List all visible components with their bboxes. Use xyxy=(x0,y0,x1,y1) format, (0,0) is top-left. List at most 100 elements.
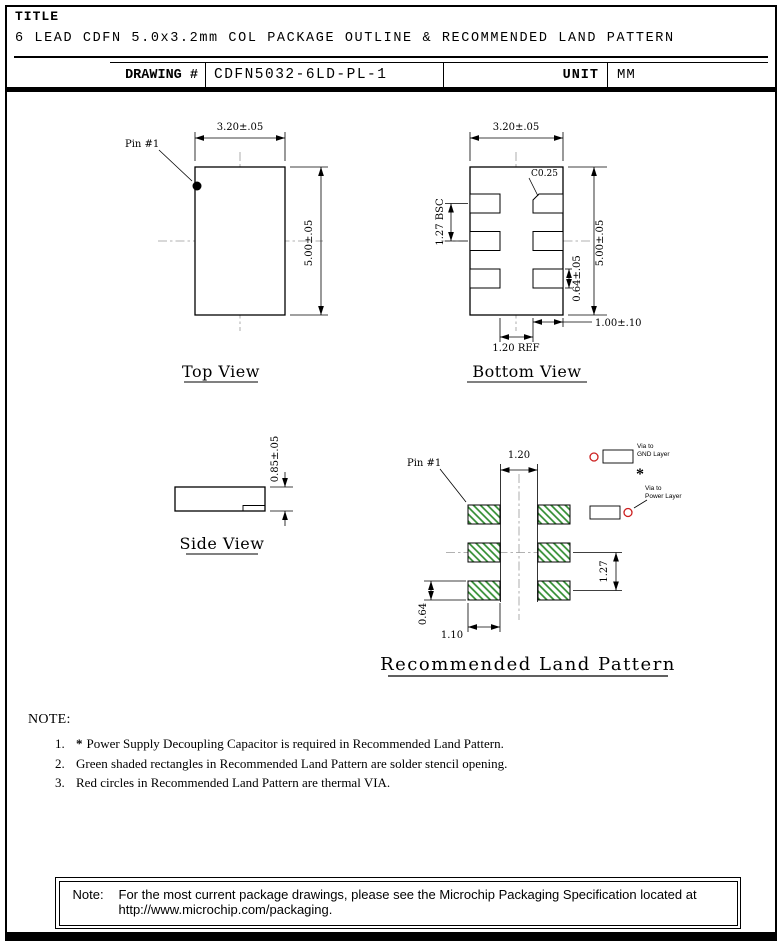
pad xyxy=(469,193,501,214)
bottom-view: 3.20±.05 C0.25 1.27 BSC 5.00±.05 xyxy=(435,122,642,383)
bottom-view-height-dim: 5.00±.05 xyxy=(595,220,606,267)
land-pattern: 1.20 Pin #1 Via to GND Layer * Via to Po… xyxy=(380,443,682,677)
pad xyxy=(469,268,501,289)
stencil-pad xyxy=(467,542,501,563)
land-pattern-label: Recommended Land Pattern xyxy=(380,654,676,677)
gnd-via-circle xyxy=(589,452,599,462)
note-text: Green shaded rectangles in Recommended L… xyxy=(76,755,508,771)
power-via-pad xyxy=(589,505,621,520)
note-number: 1. xyxy=(55,736,65,751)
land-gap-dim: 1.20 xyxy=(508,450,530,461)
top-view-dim-width: 3.20±.05 xyxy=(194,122,286,161)
notes-list: 1. * Power Supply Decoupling Capacitor i… xyxy=(28,736,507,791)
side-view-lead-step xyxy=(242,505,265,511)
bottom-view-dim-pitch: 1.27 BSC xyxy=(435,198,468,246)
gap-ref-dim: 1.20 REF xyxy=(492,343,539,354)
stencil-pad xyxy=(467,580,501,601)
bottom-view-pads xyxy=(469,193,564,289)
pin1-label: Pin #1 xyxy=(125,139,159,150)
land-pattern-title: Recommended Land Pattern xyxy=(380,654,676,675)
land-dim-gap: 1.20 xyxy=(500,450,538,473)
drawing-info-row: DRAWING # CDFN5032-6LD-PL-1 UNIT MM xyxy=(110,62,768,87)
pin1-pad-chamfered xyxy=(532,193,564,214)
land-dim-pitch: 1.27 xyxy=(573,552,622,591)
note-text: Red circles in Recommended Land Pattern … xyxy=(76,775,391,790)
bottom-view-dim-pad-length: 1.00±.10 xyxy=(533,318,642,329)
stencil-pad xyxy=(537,542,571,563)
footer-note-line1: For the most current package drawings, p… xyxy=(118,886,697,902)
side-view: 0.85±.05 Side View xyxy=(174,436,293,555)
pad xyxy=(469,231,501,251)
gnd-via-callout: Via to GND Layer * xyxy=(589,443,670,483)
footer-note-inner: Note: For the most current package drawi… xyxy=(58,880,738,926)
bottom-view-dim-pad-height: 0.64±.05 xyxy=(565,255,583,302)
drawing-number-value: CDFN5032-6LD-PL-1 xyxy=(206,63,444,87)
power-via-callout: Via to Power Layer xyxy=(589,485,682,520)
drawing-number-label: DRAWING # xyxy=(110,63,206,87)
power-via-label-line1: Via to xyxy=(645,485,662,492)
stencil-pad xyxy=(467,504,501,525)
footer-note-url: http://www.microchip.com/packaging. xyxy=(118,902,333,917)
footer-note-box: Note: For the most current package drawi… xyxy=(55,877,741,929)
stencil-pad xyxy=(537,580,571,601)
pad xyxy=(532,231,564,251)
top-view-width-dim: 3.20±.05 xyxy=(217,122,264,133)
land-pad-width-dim: 1.10 xyxy=(441,630,463,641)
land-pin1-callout: Pin #1 xyxy=(407,458,467,503)
pad-height-dim: 0.64±.05 xyxy=(572,255,583,302)
notes-heading: NOTE: xyxy=(28,712,71,727)
top-view-title: Top View xyxy=(182,362,260,381)
top-view-dim-height: 5.00±.05 xyxy=(290,166,328,316)
note-number: 3. xyxy=(55,775,65,790)
pin1-marker-dot xyxy=(192,181,202,191)
gnd-via-label-line1: Via to xyxy=(637,443,654,450)
unit-label: UNIT xyxy=(444,63,608,87)
top-view-label: Top View xyxy=(182,362,260,383)
note-asterisk: * xyxy=(76,736,83,751)
chamfer-dim: C0.25 xyxy=(531,169,558,179)
decoupling-cap-asterisk: * xyxy=(636,466,644,483)
power-via-circle xyxy=(623,507,633,518)
top-view-body xyxy=(194,166,286,316)
note-item: 3. Red circles in Recommended Land Patte… xyxy=(28,775,507,791)
land-dim-pad-width: 1.10 xyxy=(441,603,501,641)
note-text: Power Supply Decoupling Capacitor is req… xyxy=(86,736,504,751)
pad xyxy=(532,268,564,289)
gnd-via-label-line2: GND Layer xyxy=(637,451,670,458)
pin1-label: Pin #1 xyxy=(407,458,441,469)
side-view-label: Side View xyxy=(180,534,265,555)
pad-length-dim: 1.00±.10 xyxy=(595,318,642,329)
side-view-body xyxy=(174,486,266,512)
top-view-pin1-callout: Pin #1 xyxy=(125,139,193,182)
stencil-pad xyxy=(537,504,571,525)
bottom-view-dim-gap: 1.20 REF xyxy=(492,318,540,354)
note-item: 1. * Power Supply Decoupling Capacitor i… xyxy=(28,736,507,752)
land-pad-height-dim: 0.64 xyxy=(418,603,429,625)
stencil-pads xyxy=(467,504,571,601)
footer-note-label: Note: xyxy=(72,886,104,902)
bottom-view-chamfer-callout: C0.25 xyxy=(528,169,558,197)
land-pitch-dim: 1.27 xyxy=(599,560,610,582)
side-view-dim-thickness: 0.85±.05 xyxy=(270,436,293,526)
land-dim-pad-height: 0.64 xyxy=(418,580,466,625)
bottom-view-width-dim: 3.20±.05 xyxy=(493,122,540,133)
power-via-label-line2: Power Layer xyxy=(645,493,682,500)
note-number: 2. xyxy=(55,755,65,771)
unit-value: MM xyxy=(617,67,636,83)
bottom-view-dim-width: 3.20±.05 xyxy=(469,122,564,161)
note-item: 2. Green shaded rectangles in Recommende… xyxy=(28,756,507,772)
thickness-dim: 0.85±.05 xyxy=(270,436,281,483)
document-title: 6 LEAD CDFN 5.0x3.2mm COL PACKAGE OUTLIN… xyxy=(15,31,675,46)
pitch-dim: 1.27 BSC xyxy=(435,198,446,246)
notes-section: NOTE: 1. * Power Supply Decoupling Capac… xyxy=(28,712,507,795)
bottom-view-dim-height: 5.00±.05 xyxy=(568,166,607,316)
title-label: TITLE xyxy=(15,9,60,24)
top-view-height-dim: 5.00±.05 xyxy=(304,220,315,267)
side-view-title: Side View xyxy=(180,534,265,553)
top-view: 3.20±.05 5.00±.05 Pin #1 Top View xyxy=(125,122,328,383)
bottom-view-title: Bottom View xyxy=(472,362,581,381)
footer-note-text: For the most current package drawings, p… xyxy=(119,887,697,918)
bottom-view-label: Bottom View xyxy=(467,362,587,383)
